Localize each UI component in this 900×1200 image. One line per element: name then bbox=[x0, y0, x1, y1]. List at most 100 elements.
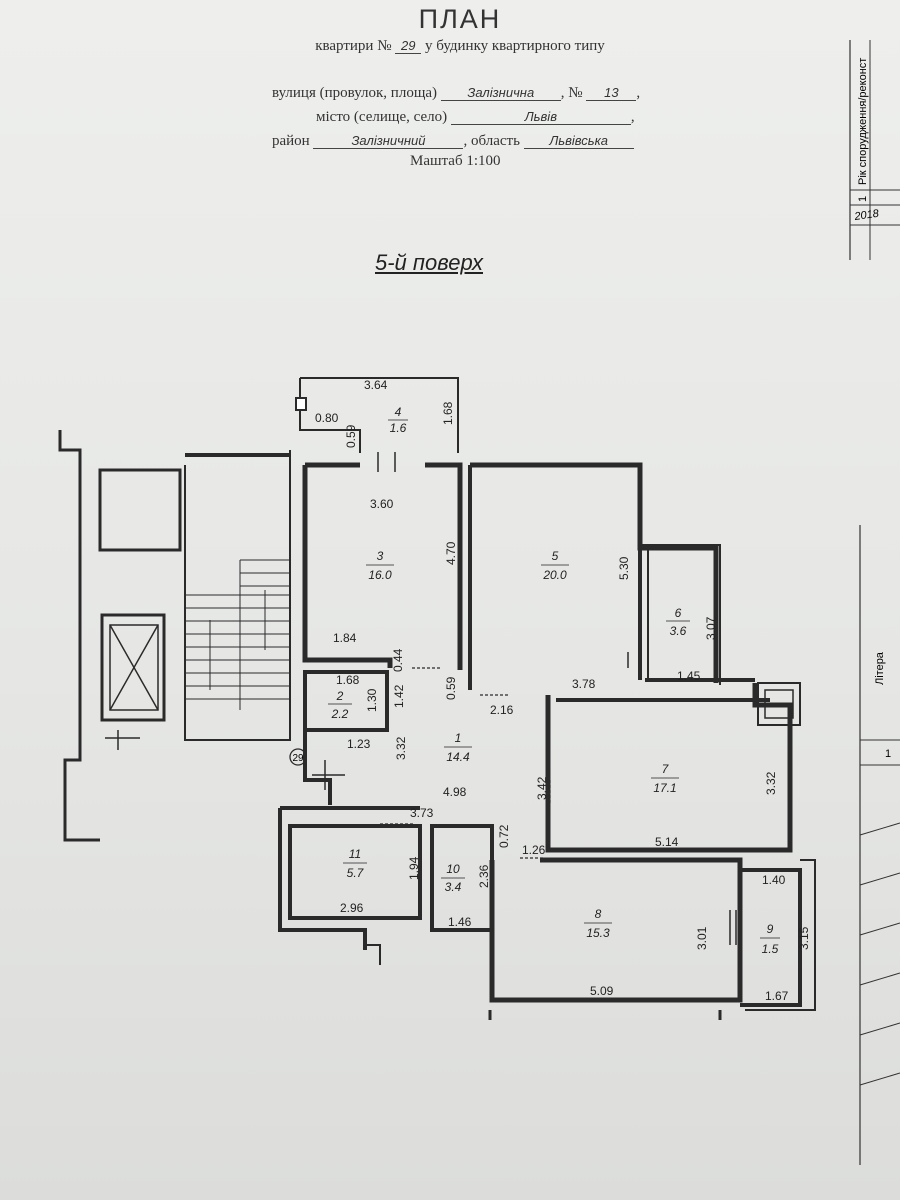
city-label: місто (селище, село) bbox=[316, 109, 448, 125]
dimension: 3.01 bbox=[695, 926, 709, 950]
apartment-prefix: квартири № bbox=[315, 38, 392, 54]
room-6: 6 3.6 bbox=[666, 606, 690, 638]
svg-text:16.0: 16.0 bbox=[368, 568, 392, 582]
dimension: 4.98 bbox=[443, 785, 467, 799]
year-value: 2018 bbox=[853, 208, 881, 224]
floor-label: 5-й поверх bbox=[375, 250, 483, 275]
svg-text:9: 9 bbox=[767, 922, 774, 936]
dimension: 0.44 bbox=[391, 648, 405, 672]
house-label: № bbox=[568, 85, 583, 101]
district-value: Залізничний bbox=[313, 133, 464, 149]
dimension: 1.40 bbox=[762, 873, 786, 887]
district-line: район Залізничний, область Львівська bbox=[272, 133, 634, 150]
street-value: Залізнична bbox=[440, 85, 561, 101]
apartment-suffix: у будинку квартирного типу bbox=[425, 38, 605, 54]
dimension: 3.32 bbox=[394, 736, 408, 760]
year-column-number: 1 bbox=[857, 196, 869, 202]
street-line: вулиця (провулок, площа) Залізнична, № 1… bbox=[272, 85, 641, 101]
svg-text:7: 7 bbox=[662, 762, 670, 776]
dimension: 1.67 bbox=[765, 989, 789, 1003]
svg-text:11: 11 bbox=[349, 847, 361, 861]
svg-text:14.4: 14.4 bbox=[446, 750, 470, 764]
balcony-outline bbox=[300, 377, 459, 453]
dimension: 3.42 bbox=[535, 776, 549, 800]
scale-label: Маштаб 1:100 bbox=[410, 153, 501, 169]
litera-label: Літера bbox=[874, 651, 886, 685]
dimension: 1.68 bbox=[336, 673, 360, 687]
svg-text:2.2: 2.2 bbox=[331, 707, 349, 721]
room-9: 9 1.5 bbox=[760, 922, 780, 956]
dimension: 0.80 bbox=[315, 411, 339, 425]
dimension: 2.36 bbox=[477, 864, 491, 888]
dimension: 4.70 bbox=[444, 541, 458, 565]
svg-text:2: 2 bbox=[336, 689, 344, 703]
house-value: 13 bbox=[586, 85, 637, 101]
dimension: 3.64 bbox=[364, 378, 388, 392]
svg-text:4: 4 bbox=[395, 405, 402, 419]
dimension: 0.59 bbox=[344, 424, 358, 448]
year-table: Рік спорудження/реконст 1 2018 bbox=[849, 40, 900, 260]
room-3: 3 16.0 bbox=[366, 549, 394, 582]
svg-text:1.5: 1.5 bbox=[762, 942, 779, 956]
dimension: 3.60 bbox=[370, 497, 394, 511]
dimension: 3.07 bbox=[704, 616, 718, 640]
svg-text:8: 8 bbox=[595, 907, 602, 921]
room-labels: 4 1.6 3 16.0 5 20.0 6 3.6 2 2.2 1 14.4 bbox=[328, 405, 780, 956]
apartment-number: 29 bbox=[395, 38, 422, 54]
dimension: 0.72 bbox=[497, 824, 511, 848]
room-2: 2 2.2 bbox=[328, 689, 352, 721]
svg-text:1: 1 bbox=[455, 731, 462, 745]
room-10: 10 3.4 bbox=[441, 862, 465, 894]
dimension: 1.84 bbox=[333, 631, 357, 645]
room-4: 4 1.6 bbox=[388, 405, 408, 435]
dimension: 5.09 bbox=[590, 984, 614, 998]
room-8: 8 15.3 bbox=[584, 907, 612, 940]
region-value: Львівська bbox=[523, 133, 634, 149]
svg-text:5: 5 bbox=[552, 549, 559, 563]
svg-text:3.4: 3.4 bbox=[445, 880, 462, 894]
city-line: місто (селище, село) Львів, bbox=[316, 109, 635, 125]
svg-text:6: 6 bbox=[675, 606, 682, 620]
dimension: 3.15 bbox=[797, 926, 811, 950]
district-label: район bbox=[272, 133, 310, 149]
dimension: 1.46 bbox=[448, 915, 472, 929]
dimension: 3.32 bbox=[764, 771, 778, 795]
svg-text:3.6: 3.6 bbox=[670, 624, 687, 638]
stairwell bbox=[58, 430, 291, 842]
dimension: 1.42 bbox=[392, 684, 406, 708]
dimension: 3.73 bbox=[410, 806, 434, 820]
dimension: 2.16 bbox=[490, 703, 514, 717]
svg-text:1.6: 1.6 bbox=[390, 421, 407, 435]
litera-number: 1 bbox=[885, 748, 891, 760]
svg-text:17.1: 17.1 bbox=[653, 781, 676, 795]
dimension: 2.96 bbox=[340, 901, 364, 915]
plan-title: ПЛАН bbox=[418, 4, 502, 34]
city-value: Львів bbox=[450, 109, 631, 125]
dimension: 0.59 bbox=[444, 676, 458, 700]
dimension: 1.23 bbox=[347, 737, 371, 751]
dimension: 1.30 bbox=[365, 688, 379, 712]
dimension: 1.45 bbox=[677, 669, 701, 683]
apartment-line: квартири № 29 у будинку квартирного типу bbox=[250, 38, 670, 55]
svg-text:3: 3 bbox=[377, 549, 384, 563]
dimension: 1.68 bbox=[441, 401, 455, 425]
room-7: 7 17.1 bbox=[651, 762, 679, 795]
dimension: 3.78 bbox=[572, 677, 596, 691]
dimension: 1.26 bbox=[522, 843, 546, 857]
apartment-marker-label: 29 bbox=[292, 753, 304, 764]
apartment-marker bbox=[289, 748, 307, 766]
room-1: 1 14.4 bbox=[444, 731, 472, 764]
region-label: область bbox=[470, 133, 520, 149]
dimension: 5.14 bbox=[655, 835, 679, 849]
dimension-labels: 3.64 0.80 1.68 0.59 3.60 4.70 5.30 3.07 … bbox=[315, 378, 811, 1003]
street-label: вулиця (провулок, площа) bbox=[272, 85, 438, 101]
room-11: 11 5.7 bbox=[343, 847, 367, 880]
svg-text:10: 10 bbox=[446, 862, 460, 876]
svg-text:20.0: 20.0 bbox=[542, 568, 567, 582]
dimension: 1.94 bbox=[407, 856, 421, 880]
svg-text:15.3: 15.3 bbox=[586, 926, 610, 940]
year-column-label: Рік спорудження/реконст bbox=[857, 58, 869, 185]
svg-text:5.7: 5.7 bbox=[347, 866, 365, 880]
